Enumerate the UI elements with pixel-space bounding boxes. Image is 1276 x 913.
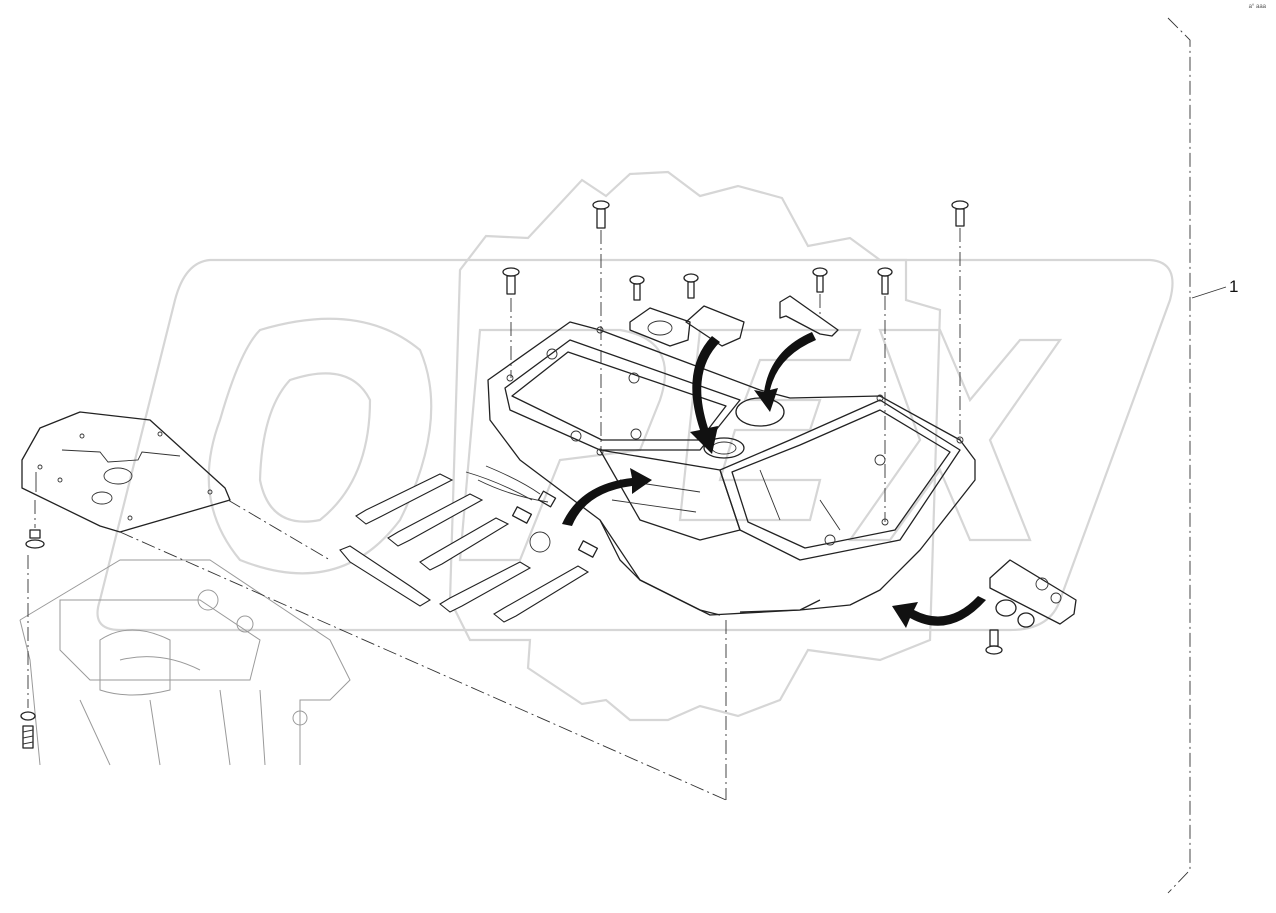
bracket-plate [779, 295, 839, 337]
screw-3 [629, 275, 645, 301]
cover-screw [20, 500, 45, 749]
guide-line [227, 499, 331, 561]
gasket-plate-round [629, 307, 691, 347]
cover-plate [21, 411, 231, 533]
screw-5 [812, 267, 828, 316]
housing-screws [502, 200, 969, 522]
callout-number: 1 [1229, 277, 1239, 296]
assembly-boundary-line [1167, 17, 1191, 894]
callout-leader [1191, 286, 1227, 299]
watermark-logo [96, 170, 1174, 722]
assembly-arrows [562, 332, 986, 628]
screw-7 [951, 200, 969, 440]
screw-2 [592, 200, 610, 450]
console-housing [487, 321, 976, 616]
connector-plate [985, 559, 1077, 655]
ribbon-straps [339, 473, 590, 623]
screw-4 [683, 273, 699, 299]
machine-frame-ghost [19, 559, 351, 766]
cable-harness [465, 465, 599, 558]
screw-1 [502, 267, 520, 378]
corner-code: a° aaa [1248, 4, 1266, 10]
guide-line [119, 531, 727, 801]
screw-6 [877, 267, 893, 522]
